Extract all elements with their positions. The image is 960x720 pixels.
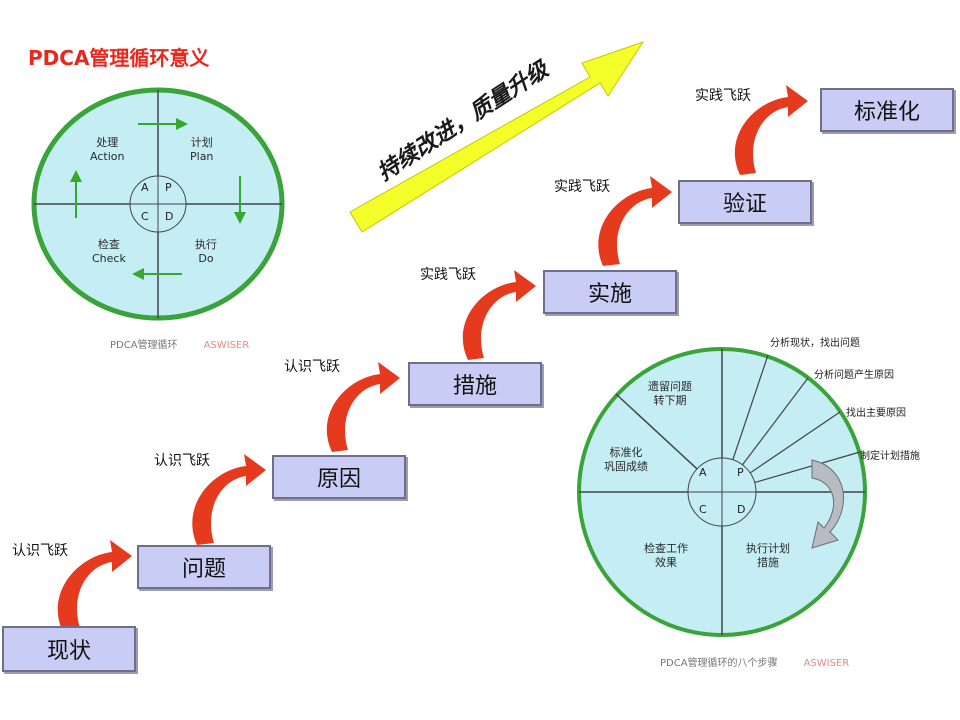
leap-label: 实践飞跃 [695, 88, 751, 104]
leap-label: 认识飞跃 [154, 453, 210, 469]
cycle-letter: A [141, 181, 149, 194]
step-box: 问题 [137, 545, 271, 589]
improvement-arrow [349, 41, 645, 233]
leap-arrow-2 [192, 454, 266, 545]
leap-arrows [57, 85, 808, 630]
step-box: 验证 [678, 180, 812, 224]
leap-label: 认识飞跃 [12, 543, 68, 559]
page-title: PDCA管理循环意义 [28, 46, 210, 70]
step-note: 找出主要原因 [846, 408, 906, 419]
leap-arrow-6 [734, 85, 808, 175]
sector-label: 检查工作效果 [644, 542, 688, 569]
cycle-letter: D [165, 210, 174, 223]
step-note: 分析现状，找出问题 [770, 338, 860, 349]
step-box: 原因 [272, 455, 406, 499]
brand-mark: ASWISER [803, 658, 850, 669]
leap-arrow-5 [598, 176, 672, 266]
step-box: 实施 [543, 270, 677, 314]
step-box: 措施 [408, 362, 542, 406]
sector-label: 遗留问题转下期 [648, 380, 692, 407]
leap-arrow-1 [57, 540, 132, 630]
leap-arrow-3 [326, 362, 400, 452]
step-note: 分析问题产生原因 [814, 370, 894, 381]
brand-mark: ASWISER [203, 340, 250, 351]
pdca-cycle-2 [577, 347, 867, 637]
sector-label: 标准化巩固成绩 [604, 446, 648, 473]
leap-label: 实践飞跃 [420, 267, 476, 283]
step-note: 制定计划措施 [860, 451, 920, 462]
leap-label: 认识飞跃 [284, 359, 340, 375]
step-box: 现状 [2, 626, 136, 672]
leap-arrow-4 [462, 270, 536, 360]
leap-label: 实践飞跃 [554, 179, 610, 195]
sector-label: 执行计划措施 [746, 542, 790, 569]
cycle-letter: C [699, 503, 707, 516]
step-box: 标准化 [820, 88, 954, 132]
cycle-letter: D [737, 503, 746, 516]
cycle-letter: P [737, 466, 744, 479]
cycle-letter: C [141, 210, 149, 223]
pdca-cycle-1 [31, 87, 285, 321]
cycle-letter: P [165, 181, 172, 194]
cycle-letter: A [699, 466, 707, 479]
